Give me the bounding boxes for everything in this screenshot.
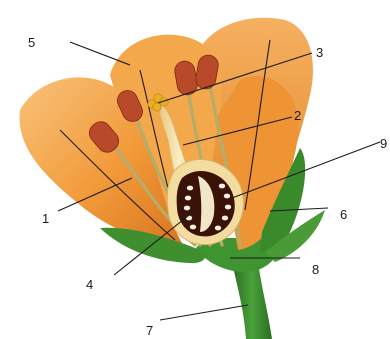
- label-9: 9: [380, 136, 387, 151]
- label-8: 8: [312, 262, 319, 277]
- label-6: 6: [340, 207, 347, 222]
- label-3: 3: [316, 45, 323, 60]
- stem: [232, 262, 272, 339]
- label-4: 4: [86, 277, 93, 292]
- label-7: 7: [146, 323, 153, 338]
- label-1: 1: [42, 211, 49, 226]
- leader-5: [70, 42, 130, 65]
- leader-7: [160, 305, 248, 320]
- label-5: 5: [28, 35, 35, 50]
- label-2: 2: [294, 108, 301, 123]
